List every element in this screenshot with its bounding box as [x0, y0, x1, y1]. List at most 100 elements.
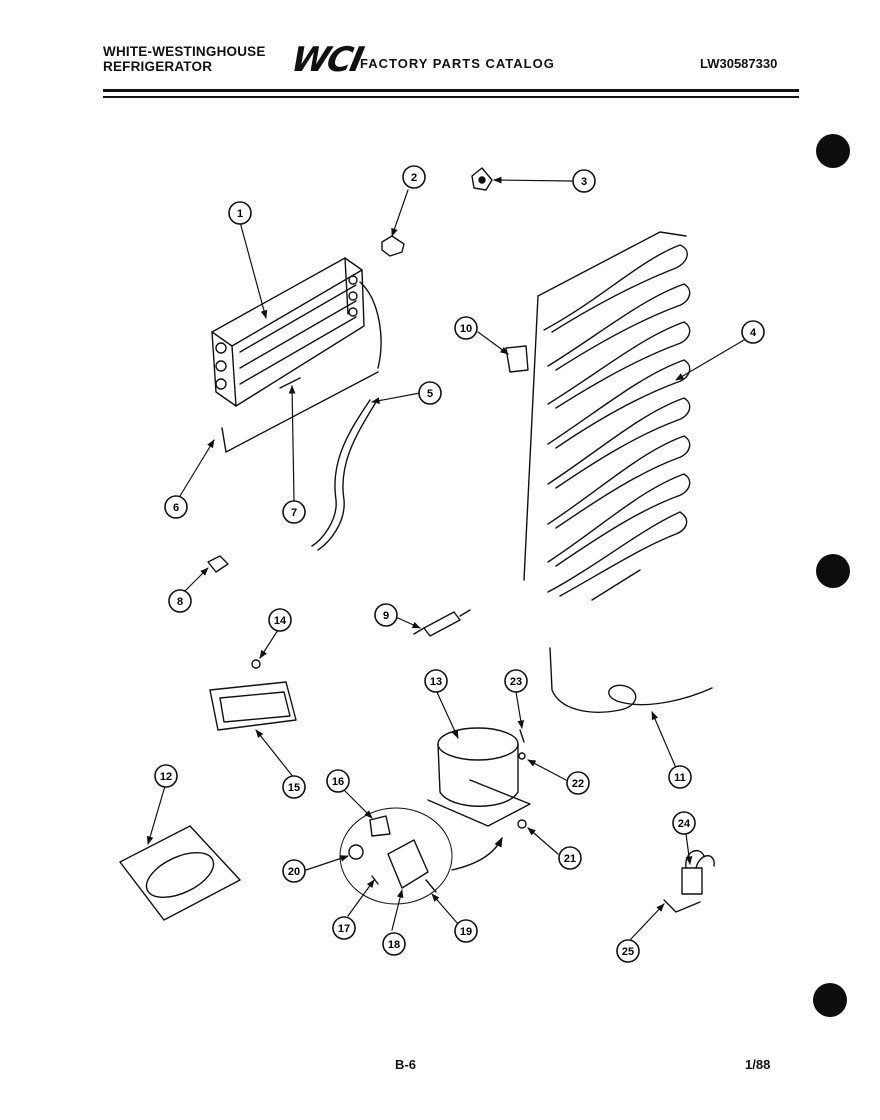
page-number: B-6	[395, 1057, 416, 1072]
brand-line-2: REFRIGERATOR	[103, 59, 213, 74]
callout-14: 14	[268, 608, 292, 632]
callout-circle	[616, 939, 640, 963]
drain-trough-part	[221, 371, 379, 453]
grommet-part	[348, 844, 364, 860]
power-cord-part	[549, 647, 713, 713]
binder-hole-top	[816, 134, 850, 168]
capacitor-bracket-part	[663, 899, 701, 913]
callout-number: 21	[564, 853, 576, 865]
header-rule-bottom	[103, 96, 799, 98]
callout-circle	[164, 495, 188, 519]
callout-10: 10	[454, 316, 478, 340]
callout-21: 21	[558, 846, 582, 870]
catalog-title: FACTORY PARTS CATALOG	[360, 56, 555, 71]
callout-circle	[282, 775, 306, 799]
callout-number: 11	[674, 772, 686, 784]
grommet-small-part	[517, 819, 527, 829]
callout-number: 5	[427, 388, 433, 400]
callout-number: 9	[383, 610, 389, 622]
terminal-clip-part	[371, 875, 379, 885]
bracket-part	[505, 345, 529, 373]
brand-block: WHITE-WESTINGHOUSE REFRIGERATOR	[103, 44, 266, 74]
evaporator-part	[211, 257, 382, 407]
callout-circle	[424, 669, 448, 693]
callout-circle	[566, 771, 590, 795]
washer-part	[518, 752, 526, 760]
callout-number: 16	[332, 776, 344, 788]
capacitor-part	[681, 867, 703, 895]
callout-2: 2	[402, 165, 426, 189]
callout-8: 8	[168, 589, 192, 613]
callout-13: 13	[424, 669, 448, 693]
callout-circle	[454, 316, 478, 340]
callout-11: 11	[668, 765, 692, 789]
callout-1: 1	[228, 201, 252, 225]
callout-12: 12	[154, 764, 178, 788]
callout-circle	[504, 669, 528, 693]
condenser-coil-part	[523, 231, 691, 601]
callout-circle	[282, 500, 306, 524]
callout-circle	[326, 769, 350, 793]
callout-circle	[668, 765, 692, 789]
callout-number: 25	[622, 946, 634, 958]
callout-circle	[282, 859, 306, 883]
callout-15: 15	[282, 775, 306, 799]
callout-circle	[268, 608, 292, 632]
callout-25: 25	[616, 939, 640, 963]
callout-number: 13	[430, 676, 442, 688]
callout-6: 6	[164, 495, 188, 519]
drain-pan-part	[209, 681, 297, 731]
overload-protector-part	[387, 839, 429, 889]
callout-9: 9	[374, 603, 398, 627]
callout-number: 17	[338, 923, 350, 935]
callout-number: 1	[237, 208, 243, 220]
callout-3: 3	[572, 169, 596, 193]
retainer-clip-part	[471, 167, 493, 191]
compressor-part	[427, 727, 531, 827]
callout-number: 4	[750, 327, 757, 339]
screw-part	[251, 659, 261, 669]
callout-22: 22	[566, 771, 590, 795]
callout-number: 24	[678, 818, 691, 830]
brand-line-1: WHITE-WESTINGHOUSE	[103, 44, 266, 59]
callout-number: 22	[572, 778, 584, 790]
callout-circle	[168, 589, 192, 613]
callout-circle	[418, 381, 442, 405]
callout-5: 5	[418, 381, 442, 405]
callout-19: 19	[454, 919, 478, 943]
catalog-header: WHITE-WESTINGHOUSE REFRIGERATOR WCI FACT…	[0, 0, 880, 110]
callout-number: 2	[411, 172, 417, 184]
callout-circle	[402, 165, 426, 189]
callout-circle	[228, 201, 252, 225]
binder-hole-middle	[816, 554, 850, 588]
header-rule-top	[103, 89, 799, 92]
callout-16: 16	[326, 769, 350, 793]
binder-hole-bottom	[813, 983, 847, 1017]
callout-20: 20	[282, 859, 306, 883]
callout-number: 20	[288, 866, 300, 878]
callout-circle	[374, 603, 398, 627]
callout-number: 15	[288, 782, 300, 794]
callout-number: 14	[274, 615, 287, 627]
callout-circle	[741, 320, 765, 344]
compressor-base-part	[119, 825, 241, 921]
callout-circle	[558, 846, 582, 870]
callout-24: 24	[672, 811, 696, 835]
callout-number: 7	[291, 507, 297, 519]
callout-number: 10	[460, 323, 472, 335]
cover-clip-part	[425, 879, 437, 893]
callout-circle	[382, 932, 406, 956]
callout-number: 8	[177, 596, 183, 608]
capillary-tube-part	[311, 399, 371, 547]
callout-4: 4	[741, 320, 765, 344]
relay-part	[369, 815, 391, 837]
callout-number: 19	[460, 926, 472, 938]
callout-number: 12	[160, 771, 172, 783]
mounting-clip-part	[381, 235, 405, 257]
filter-drier-part	[423, 611, 461, 637]
callout-circle	[332, 916, 356, 940]
callout-circle	[454, 919, 478, 943]
callout-circle	[672, 811, 696, 835]
